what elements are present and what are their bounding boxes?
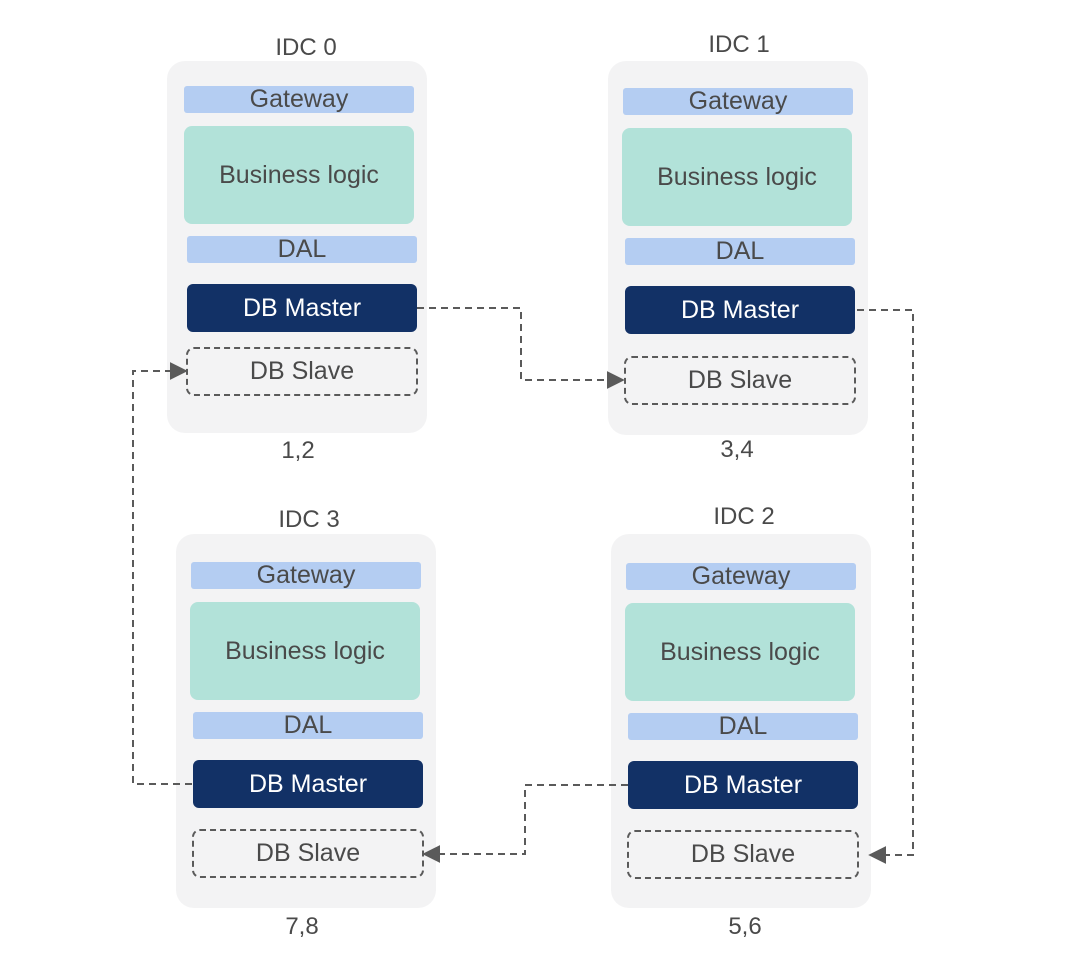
link-idc1-master-to-idc2-slave <box>857 309 914 864</box>
idc-1-gateway: Gateway <box>623 87 853 115</box>
idc-2-db-slave: DB Slave <box>627 830 859 879</box>
idc-3-title: IDC 3 <box>278 506 340 533</box>
idc-2-db-master: DB Master <box>628 761 858 809</box>
idc-1-dal: DAL <box>625 237 855 265</box>
link-idc2-master-to-idc3-slave <box>422 784 628 863</box>
idc-2-title: IDC 2 <box>713 503 775 530</box>
idc-1-panel: Gateway Business logic DAL DB Master DB … <box>608 61 868 435</box>
idc-0-gateway: Gateway <box>184 85 414 113</box>
idc-3-db-slave: DB Slave <box>192 829 424 878</box>
idc-2-gateway: Gateway <box>626 562 856 590</box>
idc-1-db-master: DB Master <box>625 286 855 334</box>
idc-0-title: IDC 0 <box>275 34 337 61</box>
idc-0-business-logic: Business logic <box>184 126 414 224</box>
idc-2-panel: Gateway Business logic DAL DB Master DB … <box>611 534 871 908</box>
idc-0-db-slave: DB Slave <box>186 347 418 396</box>
idc-3-db-master: DB Master <box>193 760 423 808</box>
link-idc3-master-to-idc0-slave <box>132 362 192 785</box>
idc-3-gateway: Gateway <box>191 561 421 589</box>
idc-0-panel: Gateway Business logic DAL DB Master DB … <box>167 61 427 433</box>
link-idc0-master-to-idc1-slave <box>417 307 625 389</box>
idc-3-panel: Gateway Business logic DAL DB Master DB … <box>176 534 436 908</box>
idc-2-dal: DAL <box>628 712 858 740</box>
idc-3-dal: DAL <box>193 711 423 739</box>
idc-2-shards: 5,6 <box>728 913 762 940</box>
idc-1-title: IDC 1 <box>708 31 770 58</box>
idc-2-business-logic: Business logic <box>625 603 855 701</box>
idc-0-shards: 1,2 <box>281 437 315 464</box>
idc-1-db-slave: DB Slave <box>624 356 856 405</box>
idc-0-dal: DAL <box>187 235 417 263</box>
idc-3-shards: 7,8 <box>285 913 319 940</box>
idc-3-business-logic: Business logic <box>190 602 420 700</box>
idc-1-shards: 3,4 <box>720 436 754 463</box>
idc-0-db-master: DB Master <box>187 284 417 332</box>
idc-1-business-logic: Business logic <box>622 128 852 226</box>
